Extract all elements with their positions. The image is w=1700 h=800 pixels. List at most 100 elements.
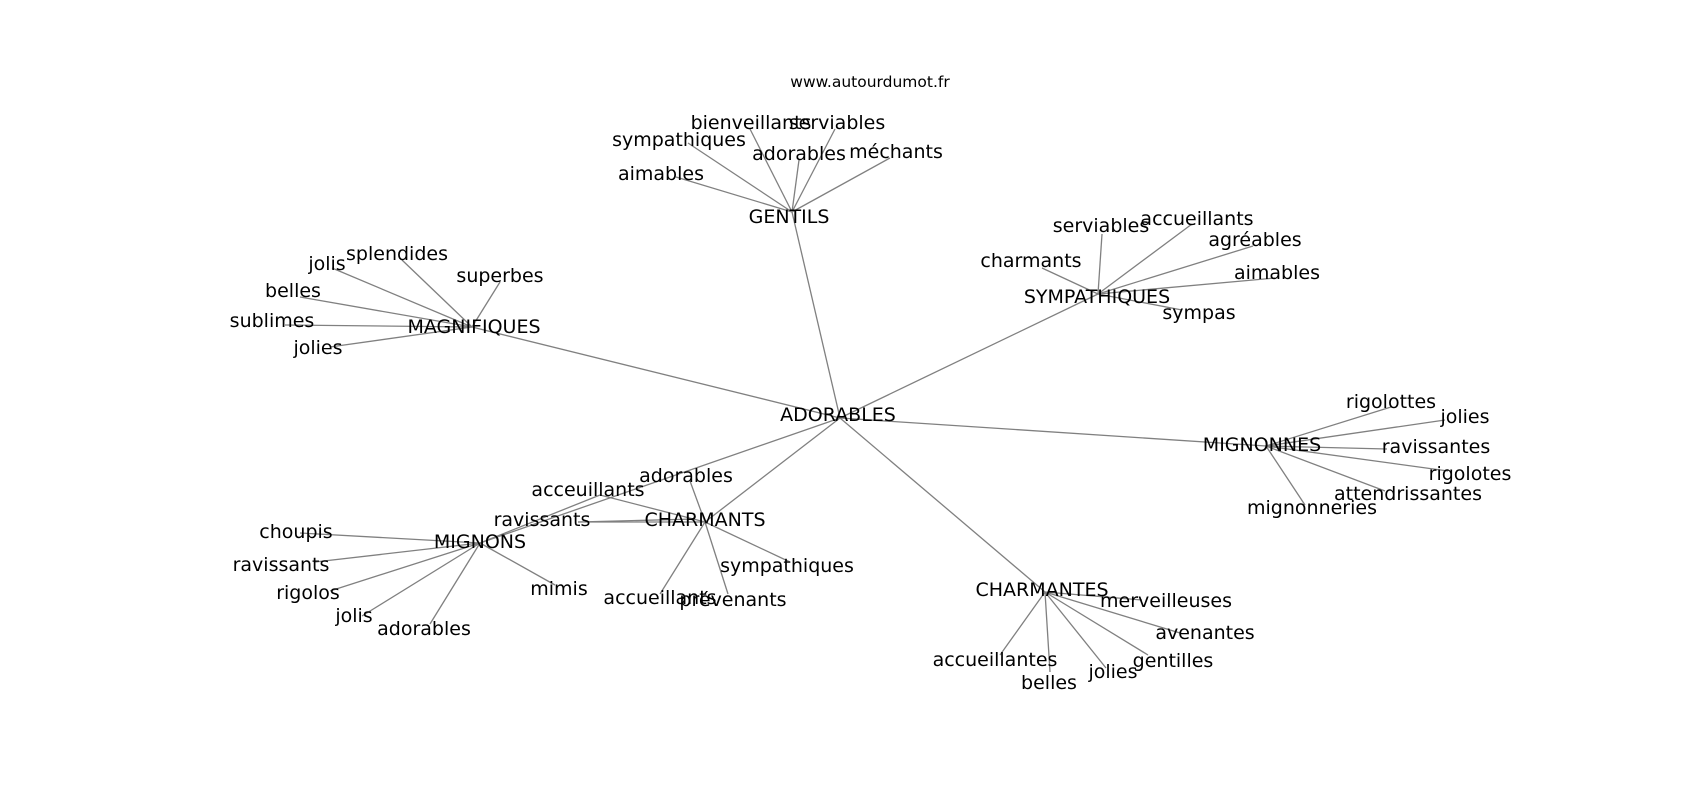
leaf-label-mignons-3: jolis xyxy=(334,605,372,627)
leaf-label-charmantes-4: belles xyxy=(1021,672,1077,694)
leaf-label-mignons-4: adorables xyxy=(377,618,471,640)
leaf-label-sympathiques-1: serviables xyxy=(1053,215,1150,237)
cluster-label-sympathiques: SYMPATHIQUES xyxy=(1024,286,1170,308)
cluster-label-charmants: CHARMANTS xyxy=(644,509,765,531)
leaf-label-magnifiques-4: sublimes xyxy=(230,310,315,332)
edge-mignons-leaf-2 xyxy=(329,542,481,592)
graph-edges xyxy=(284,128,1449,673)
edge-charmants-leaf-5 xyxy=(704,521,729,595)
leaf-label-magnifiques-5: jolies xyxy=(292,337,342,359)
leaf-label-charmantes-3: jolies xyxy=(1087,661,1137,683)
leaf-label-mignons-5: mimis xyxy=(530,578,587,600)
leaf-label-charmants-1: acceuillants xyxy=(531,479,644,501)
edge-charmants-leaf-1 xyxy=(599,494,706,523)
edge-gentils-leaf-3 xyxy=(791,128,836,213)
edge-magnifiques-leaf-5 xyxy=(329,326,473,348)
leaf-label-sympathiques-0: charmants xyxy=(980,250,1081,272)
leaf-label-sympathiques-2: accueillants xyxy=(1140,208,1253,230)
edge-mignons-leaf-3 xyxy=(361,542,481,617)
edge-mignons-leaf-0 xyxy=(299,532,481,544)
site-watermark: www.autourdumot.fr xyxy=(790,73,950,91)
edge-mignons-leaf-4 xyxy=(429,542,481,625)
cluster-label-mignonnes: MIGNONNES xyxy=(1203,434,1321,456)
leaf-label-mignonnes-0: rigolottes xyxy=(1346,391,1436,413)
edge-mignons-leaf-5 xyxy=(479,542,556,586)
edge-sympathiques-leaf-4 xyxy=(1097,277,1276,295)
leaf-label-mignonnes-5: mignonneries xyxy=(1247,497,1377,519)
edge-sympathiques-leaf-3 xyxy=(1097,245,1254,295)
edge-magnifiques-leaf-4 xyxy=(284,324,473,328)
edge-root-charmants xyxy=(704,417,841,523)
edge-root-mignons xyxy=(479,417,841,544)
edge-root-mignonnes xyxy=(839,417,1267,447)
edge-charmants-leaf-3 xyxy=(704,521,791,563)
edge-charmantes-leaf-2 xyxy=(1044,591,1149,656)
leaf-label-charmants-2: ravissants xyxy=(494,509,591,531)
leaf-label-mignonnes-2: ravissantes xyxy=(1382,436,1491,458)
leaf-label-mignonnes-3: rigolotes xyxy=(1429,463,1512,485)
leaf-label-charmantes-2: gentilles xyxy=(1133,650,1214,672)
leaf-label-charmants-4: accueillants xyxy=(603,587,716,609)
leaf-label-charmants-3: sympathiques xyxy=(720,555,854,577)
edge-gentils-leaf-0 xyxy=(675,176,793,213)
edge-magnifiques-leaf-0 xyxy=(331,267,473,328)
edge-root-charmantes xyxy=(839,417,1046,593)
leaf-label-gentils-1: sympathiques xyxy=(612,129,746,151)
edge-charmantes-leaf-1 xyxy=(1044,591,1181,634)
root-node-label: ADORABLES xyxy=(780,404,896,426)
edge-root-sympathiques xyxy=(839,293,1099,419)
edge-sympathiques-leaf-2 xyxy=(1097,223,1193,295)
leaf-label-sympathiques-4: aimables xyxy=(1234,262,1320,284)
edge-charmants-leaf-0 xyxy=(689,480,706,523)
leaf-label-charmantes-1: avenantes xyxy=(1155,622,1254,644)
leaf-label-magnifiques-3: belles xyxy=(265,280,321,302)
graph-nodes: www.autourdumot.fr GENTILS aimables sympat… xyxy=(230,73,1512,694)
edge-gentils-leaf-1 xyxy=(687,142,793,213)
edge-root-magnifiques xyxy=(471,326,841,419)
leaf-label-gentils-2: bienveillants xyxy=(691,112,812,134)
leaf-label-magnifiques-0: jolis xyxy=(307,253,345,275)
cluster-label-mignons: MIGNONS xyxy=(434,531,526,553)
leaf-label-charmantes-5: accueillantes xyxy=(933,649,1058,671)
edge-mignonnes-leaf-0 xyxy=(1265,406,1392,447)
leaf-label-mignonnes-4: attendrissantes xyxy=(1334,483,1482,505)
leaf-label-magnifiques-2: superbes xyxy=(456,265,543,287)
edge-magnifiques-leaf-1 xyxy=(401,259,473,328)
edge-ravissants-charmants xyxy=(577,518,696,523)
edge-magnifiques-leaf-3 xyxy=(299,296,473,328)
edge-acceuillants-mignons xyxy=(479,494,601,544)
edge-mignonnes-leaf-4 xyxy=(1265,445,1386,492)
edge-gentils-leaf-2 xyxy=(749,128,793,213)
leaf-label-gentils-4: adorables xyxy=(752,143,846,165)
edge-sympathiques-leaf-5 xyxy=(1097,293,1183,311)
leaf-label-gentils-3: serviables xyxy=(789,112,886,134)
leaf-label-gentils-0: aimables xyxy=(618,163,704,185)
cluster-label-charmantes: CHARMANTES xyxy=(975,579,1108,601)
leaf-label-mignons-1: ravissants xyxy=(233,554,330,576)
edge-mignonnes-leaf-5 xyxy=(1265,445,1306,506)
leaf-label-sympathiques-3: agréables xyxy=(1208,229,1301,251)
leaf-label-gentils-5: méchants xyxy=(849,141,943,163)
edge-sympathiques-leaf-0 xyxy=(1041,267,1099,295)
leaf-label-mignonnes-1: jolies xyxy=(1439,406,1489,428)
edge-magnifiques-leaf-2 xyxy=(471,281,501,328)
edge-mignonnes-leaf-2 xyxy=(1265,445,1388,450)
edge-mignonnes-leaf-3 xyxy=(1265,445,1449,472)
cluster-label-magnifiques: MAGNIFIQUES xyxy=(407,316,540,338)
edge-sympathiques-leaf-1 xyxy=(1097,233,1103,295)
leaf-label-mignons-0: choupis xyxy=(259,521,332,543)
leaf-label-sympathiques-5: sympas xyxy=(1162,302,1235,324)
leaf-label-charmantes-0: merveilleuses xyxy=(1100,590,1232,612)
leaf-label-charmants-5: prévenants xyxy=(679,589,786,611)
edge-root-gentils xyxy=(791,211,841,419)
edge-charmantes-leaf-3 xyxy=(1044,591,1107,669)
edge-charmants-leaf-4 xyxy=(659,521,706,595)
edge-gentils-leaf-5 xyxy=(791,157,891,213)
leaf-label-magnifiques-1: splendides xyxy=(346,243,448,265)
leaf-label-mignons-2: rigolos xyxy=(276,582,340,604)
edge-mignonnes-leaf-1 xyxy=(1265,419,1446,447)
edge-charmantes-leaf-4 xyxy=(1044,591,1051,673)
leaf-label-charmants-0: adorables xyxy=(639,465,733,487)
cluster-label-gentils: GENTILS xyxy=(749,206,830,228)
